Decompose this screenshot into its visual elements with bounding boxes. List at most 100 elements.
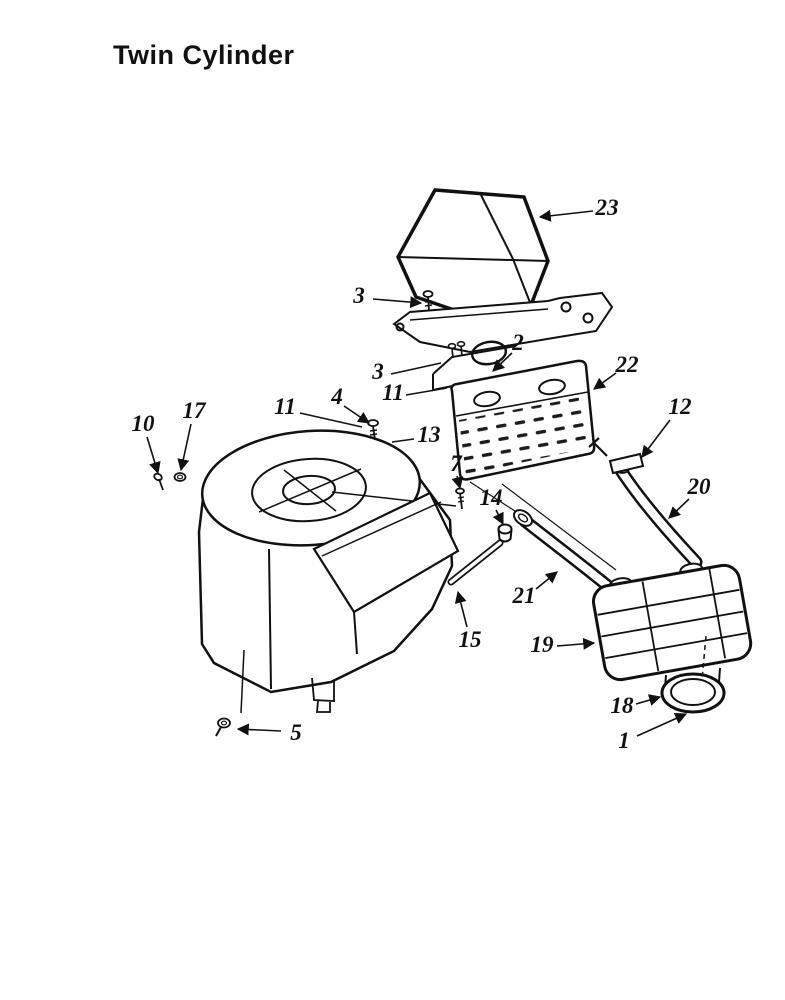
flywheel-ring (251, 457, 367, 523)
leader-23 (538, 209, 594, 222)
callout-18: 18 (611, 693, 635, 718)
callout-19: 19 (531, 632, 555, 657)
assembly-line (501, 483, 617, 571)
bolt-thread (424, 304, 433, 307)
callout-2: 2 (511, 330, 524, 355)
manifold-port (470, 340, 508, 366)
callout-1: 1 (618, 728, 630, 753)
flywheel-hub (282, 474, 336, 506)
leader-20 (668, 498, 690, 519)
bolt-head (367, 419, 379, 427)
washer-outer (173, 472, 187, 482)
grille-divider (455, 391, 589, 417)
leader-1 (636, 712, 688, 737)
callout-labels: 23 3 2 3 11 22 4 10 17 11 13 12 7 20 14 … (132, 195, 712, 753)
bolt-thread (369, 433, 378, 436)
exhaust-outlet-hole (670, 678, 716, 706)
callout-20: 20 (687, 474, 712, 499)
drain-stud-line (240, 649, 245, 714)
leader-22 (593, 372, 617, 390)
mounting-plate-part (392, 290, 614, 354)
callout-5: 5 (290, 720, 302, 745)
engine-block-part (197, 429, 460, 714)
clamp-bolt (593, 442, 608, 457)
leader-19 (556, 637, 596, 650)
bolt-manifold (447, 340, 466, 359)
leader-3-manifold (390, 362, 442, 375)
pipe-flange (512, 509, 534, 527)
engine-side-edge (353, 611, 358, 655)
rod-inner (449, 541, 502, 584)
screw-head (217, 717, 231, 729)
callout-3-manifold: 3 (371, 359, 384, 384)
screw-head (455, 487, 465, 495)
muffler-rib (601, 610, 744, 638)
plate-hole (582, 312, 594, 324)
hardware-washer-17 (173, 472, 187, 482)
grille-port (538, 378, 566, 396)
bolt-shaft (427, 296, 430, 311)
bolt-head (422, 290, 434, 298)
bolt-thread (424, 300, 433, 303)
callout-4: 4 (330, 384, 343, 409)
hardware-screw-7 (455, 487, 465, 510)
callout-11-manifold: 11 (382, 380, 404, 405)
exhaust-pipe-20-part (610, 460, 703, 569)
callout-22: 22 (615, 352, 639, 377)
heat-shield-part (396, 188, 550, 315)
hardware-bolt-10 (153, 472, 164, 491)
bolt-upper (422, 290, 434, 311)
callout-10: 10 (132, 411, 156, 436)
pipe-flange-hole (517, 513, 529, 523)
leader-7 (451, 475, 464, 490)
screw-thread (457, 500, 465, 503)
bolt-shaft (451, 347, 454, 359)
hardware-rod-15 (447, 539, 504, 586)
engine-mount-foot (311, 677, 335, 713)
muffler-band (708, 568, 727, 659)
grille-slots (459, 396, 592, 475)
mounting-plate-ridge (409, 308, 549, 321)
pipe-inner (616, 465, 700, 566)
outlet-link (718, 667, 721, 683)
heat-shield-fold (480, 194, 532, 306)
leader-11-engine (299, 412, 363, 428)
clamp-band (608, 452, 645, 475)
leader-21 (535, 571, 558, 590)
hardware-screw-5 (215, 717, 231, 737)
muffler-body-group (591, 562, 753, 682)
callout-14: 14 (480, 485, 503, 510)
muffler-part (591, 562, 753, 714)
leader-11-manifold (405, 387, 448, 396)
spacer-body (497, 529, 513, 543)
flywheel-shroud (200, 429, 422, 547)
screw-thread (457, 496, 465, 499)
callout-3-shield: 3 (352, 283, 365, 308)
callout-7: 7 (450, 451, 463, 476)
hardware-spacer-14 (497, 523, 513, 543)
leader-15 (454, 590, 468, 628)
bolt-thread (369, 429, 378, 432)
assembly-line (469, 481, 519, 514)
screw-head-detail (220, 720, 228, 726)
callout-13: 13 (418, 422, 441, 447)
bolt-shaft (372, 425, 376, 441)
heat-shield-edge (397, 256, 549, 262)
blower-housing-panel (312, 491, 460, 614)
leader-4 (343, 405, 370, 424)
leader-2 (492, 352, 513, 372)
washer-hole (176, 474, 184, 480)
bolt-head (153, 472, 163, 482)
bolt-shaft (460, 345, 463, 357)
heat-shield-outline (396, 188, 550, 315)
leader-3-shield (372, 296, 423, 309)
leader-17 (177, 423, 192, 472)
clamp-bolt-head (588, 437, 600, 448)
leader-5 (236, 723, 282, 736)
callout-11-engine: 11 (274, 394, 296, 419)
flywheel-cross-line (283, 469, 337, 512)
manifold-edge (432, 345, 517, 375)
pipe-clamp-12-part (588, 437, 645, 475)
